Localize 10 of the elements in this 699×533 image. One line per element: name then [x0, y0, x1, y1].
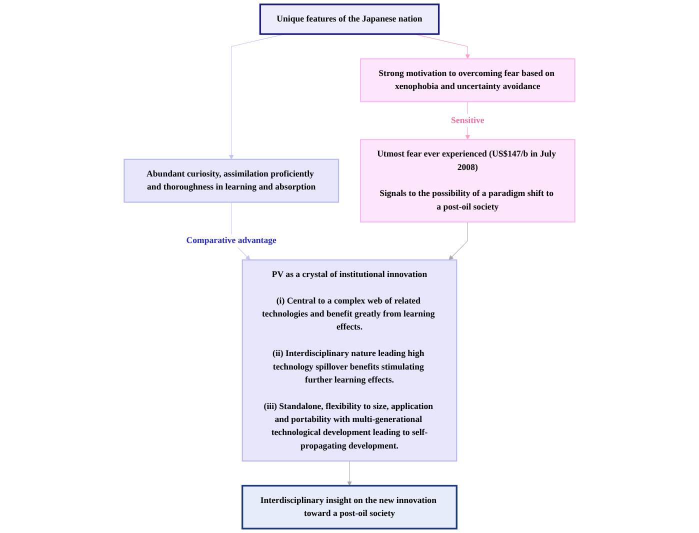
node-box: Utmost fear ever experienced (US$147/b in July 2008) Signals to the possibility of a paradigm shift to a post-oil society [360, 139, 576, 223]
node-box: Interdisciplinary insight on the new innovation toward a post-oil society [242, 484, 458, 530]
edge-label: Comparative advantage [186, 236, 276, 246]
arrow [448, 222, 468, 260]
edge-label: Sensitive [451, 116, 484, 126]
arrow [347, 460, 352, 486]
node-box: Abundant curiosity, assimilation proficiently and thoroughness in learning and absorption [124, 158, 340, 203]
node-box: Strong motivation to overcoming fear based on xenophobia and uncertainty avoidance [360, 58, 576, 102]
node-box: PV as a crystal of institutional innovation (i) Central to a complex web of related technologies and benefit greatly from learning effects. (ii) Interdisciplinary nature leading high technology spillover benefits stimulating further learning effects. (iii) Standalone, flexibility to size, application and portability with multi-generational technological development leading to self-propagating development. [242, 259, 458, 462]
node-box: Unique features of the Japanese nation [259, 4, 440, 35]
